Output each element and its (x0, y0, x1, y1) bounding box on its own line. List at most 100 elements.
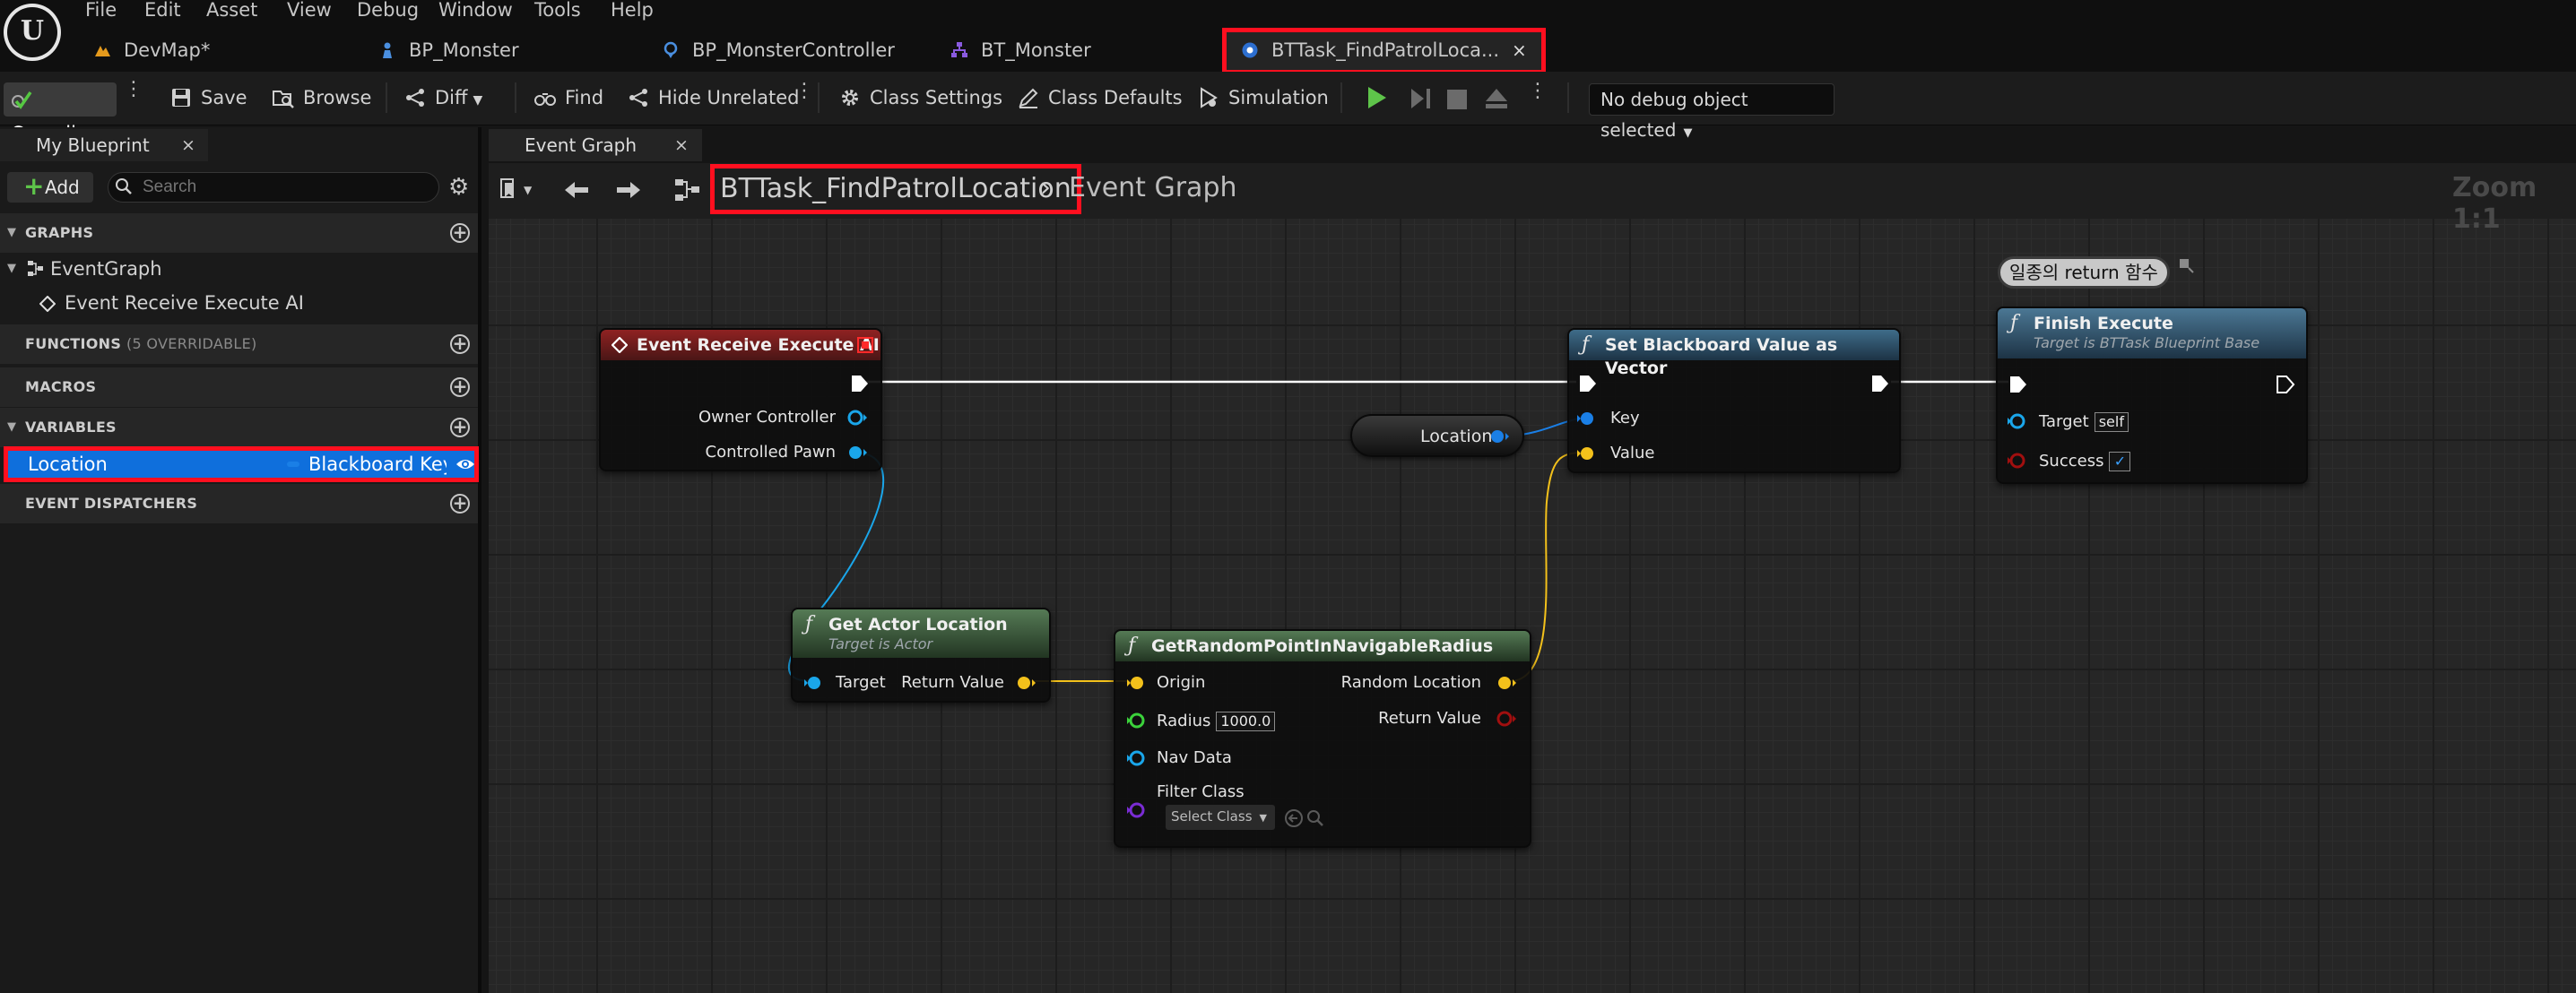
exec-in-pin-icon[interactable] (2008, 375, 2028, 394)
class-defaults-button[interactable]: Class Defaults (1018, 79, 1183, 117)
compile-button[interactable]: Compile (4, 82, 117, 144)
radius-value-input[interactable]: 1000.0 (1216, 712, 1276, 731)
section-event-dispatchers[interactable]: EVENT DISPATCHERS (0, 484, 478, 523)
add-graph-icon[interactable]: + (450, 223, 470, 243)
struct-in-pin-icon[interactable] (1576, 410, 1598, 427)
object-out-pin-icon[interactable] (846, 409, 868, 427)
play-options-icon[interactable]: ⋮ (1528, 80, 1548, 102)
stop-icon[interactable] (1447, 90, 1467, 109)
variable-type[interactable]: Blackboard Key S (308, 453, 447, 475)
tab-devmap[interactable]: DevMap* (93, 32, 210, 68)
event-graph-tab[interactable]: Event Graph (489, 129, 702, 161)
simulation-button[interactable]: Simulation (1198, 79, 1329, 117)
my-blueprint-tab-close-button[interactable]: × (181, 135, 195, 155)
browse-button[interactable]: Browse (273, 79, 371, 117)
menu-help[interactable]: Help (611, 0, 654, 21)
save-label: Save (201, 87, 247, 108)
tab-close-button[interactable]: × (1512, 39, 1527, 61)
menu-edit[interactable]: Edit (144, 0, 181, 21)
section-macros[interactable]: MACROS (0, 367, 478, 407)
class-in-pin-icon[interactable] (1126, 801, 1148, 819)
add-function-icon[interactable]: + (450, 334, 470, 354)
bool-in-pin-icon[interactable] (2007, 452, 2028, 470)
menu-file[interactable]: File (85, 0, 117, 21)
float-in-pin-icon[interactable] (1126, 712, 1148, 730)
pin-comment-icon[interactable] (2177, 256, 2195, 274)
tab-bp-monster[interactable]: BP_Monster (378, 32, 519, 68)
struct-out-pin-icon[interactable] (1488, 427, 1510, 445)
browse-search-icon[interactable] (1305, 808, 1325, 828)
breadcrumb-graph-name[interactable]: Event Graph (1069, 172, 1237, 203)
class-settings-button[interactable]: Class Settings (839, 79, 1002, 117)
section-graphs[interactable]: ▼GRAPHS (0, 213, 478, 253)
find-button[interactable]: Find (534, 79, 603, 117)
chevron-down-icon[interactable]: ▼ (524, 184, 533, 196)
menu-window[interactable]: Window (438, 0, 513, 21)
menu-view[interactable]: View (287, 0, 332, 21)
use-selected-arrow-icon[interactable] (1284, 808, 1304, 828)
exec-out-pin-icon[interactable] (1870, 374, 1890, 393)
bookmark-icon[interactable] (499, 177, 518, 201)
hide-unrelated-button[interactable]: Hide Unrelated (628, 79, 800, 117)
node-get-random-point-in-navigable-radius[interactable]: ƒ GetRandomPointInNavigableRadius Origin… (1114, 629, 1531, 848)
graph-hierarchy-icon[interactable] (674, 177, 701, 203)
forward-arrow-icon[interactable] (615, 179, 642, 201)
hide-unrelated-options-icon[interactable]: ⋮ (794, 80, 814, 102)
object-in-pin-icon[interactable] (803, 674, 825, 692)
breadcrumb-asset-name[interactable]: BTTask_FindPatrolLocation (710, 164, 1081, 214)
node-set-blackboard-value-as-vector[interactable]: ƒ Set Blackboard Value as Vector Key Val… (1567, 328, 1901, 473)
exec-out-pin-icon[interactable] (2276, 375, 2295, 394)
node-comment-bubble[interactable]: 일종의 return 함수 (1998, 256, 2170, 289)
tab-bt-monster[interactable]: BT_Monster (950, 32, 1091, 68)
tree-item-event-receive-execute-ai[interactable]: Event Receive Execute AI (0, 287, 478, 319)
menu-debug[interactable]: Debug (357, 0, 420, 21)
my-blueprint-tab[interactable]: My Blueprint (0, 129, 208, 161)
diff-button[interactable]: Diff▼ (404, 79, 482, 117)
back-arrow-icon[interactable] (563, 179, 590, 201)
object-out-pin-icon[interactable] (846, 444, 868, 462)
exec-in-pin-icon[interactable] (1578, 374, 1598, 393)
bool-out-pin-icon[interactable] (1496, 710, 1517, 728)
compile-options-icon[interactable]: ⋮ (124, 80, 143, 111)
eye-icon[interactable] (455, 454, 475, 474)
tab-bp-monstercontroller[interactable]: BP_MonsterController (662, 32, 895, 68)
eject-icon[interactable] (1485, 88, 1508, 109)
select-class-dropdown[interactable]: Select Class▼ (1166, 805, 1275, 830)
step-icon[interactable] (1409, 88, 1433, 109)
settings-gear-icon[interactable]: ⚙ (448, 174, 470, 201)
object-in-pin-icon[interactable] (2007, 412, 2028, 430)
vector-in-pin-icon[interactable] (1576, 445, 1598, 462)
add-macro-icon[interactable]: + (450, 377, 470, 397)
section-variables[interactable]: ▼VARIABLES (0, 408, 478, 447)
add-event-dispatcher-icon[interactable]: + (450, 494, 470, 514)
unreal-logo-icon[interactable]: U (4, 4, 61, 61)
tab-bttask-findpatrollocation[interactable]: BTTask_FindPatrolLoca...× (1222, 28, 1546, 74)
menu-tools[interactable]: Tools (534, 0, 581, 21)
node-event-receive-execute-ai[interactable]: Event Receive Execute AI Owner Controlle… (599, 328, 882, 471)
add-button[interactable]: Add (7, 171, 93, 203)
node-get-actor-location[interactable]: ƒ Get Actor Location Target is Actor Tar… (791, 608, 1051, 703)
object-in-pin-icon[interactable] (1126, 749, 1148, 767)
pin-label-owner-controller: Owner Controller (698, 408, 836, 427)
search-input[interactable] (108, 172, 439, 203)
target-self-value[interactable]: self (2094, 412, 2129, 432)
save-button[interactable]: Save (170, 79, 247, 117)
delegate-pin-icon[interactable] (857, 337, 873, 353)
vector-out-pin-icon[interactable] (1496, 674, 1517, 692)
vector-out-pin-icon[interactable] (1015, 674, 1036, 692)
add-variable-icon[interactable]: + (450, 418, 470, 437)
debug-object-select[interactable]: No debug object selected▼ (1589, 83, 1834, 141)
node-location-variable[interactable]: Location (1350, 414, 1524, 457)
tree-item-eventgraph[interactable]: ▼ EventGraph (0, 253, 478, 285)
vector-in-pin-icon[interactable] (1126, 674, 1148, 692)
section-functions[interactable]: FUNCTIONS (5 OVERRIDABLE) (0, 324, 478, 364)
success-checkbox[interactable]: ✓ (2109, 452, 2131, 471)
exec-out-pin-icon[interactable] (850, 374, 870, 393)
play-icon[interactable] (1366, 86, 1388, 109)
chevron-down-icon: ▼ (1259, 812, 1267, 824)
menu-asset[interactable]: Asset (206, 0, 258, 21)
function-icon: ƒ (2010, 312, 2018, 334)
node-finish-execute[interactable]: ƒ Finish Execute Target is BTTask Bluepr… (1996, 307, 2308, 484)
event-graph-tab-close-button[interactable]: × (674, 135, 689, 155)
variable-location[interactable]: Location (4, 446, 479, 482)
